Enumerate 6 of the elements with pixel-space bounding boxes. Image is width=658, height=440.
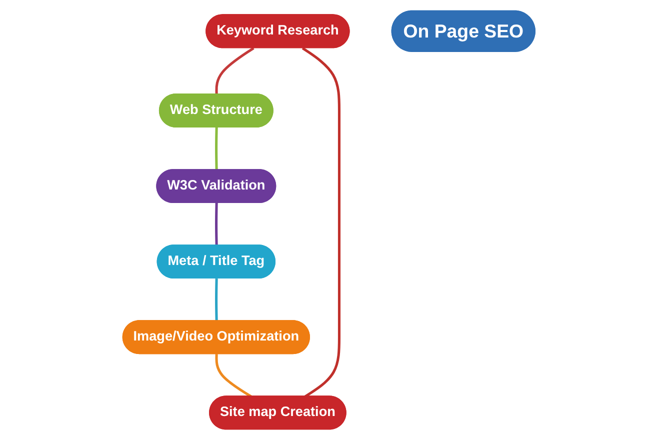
connector — [215, 127, 218, 170]
connector — [215, 203, 218, 246]
connector — [215, 278, 218, 322]
connector — [302, 47, 341, 398]
connector — [215, 354, 252, 398]
connector — [215, 47, 254, 94]
